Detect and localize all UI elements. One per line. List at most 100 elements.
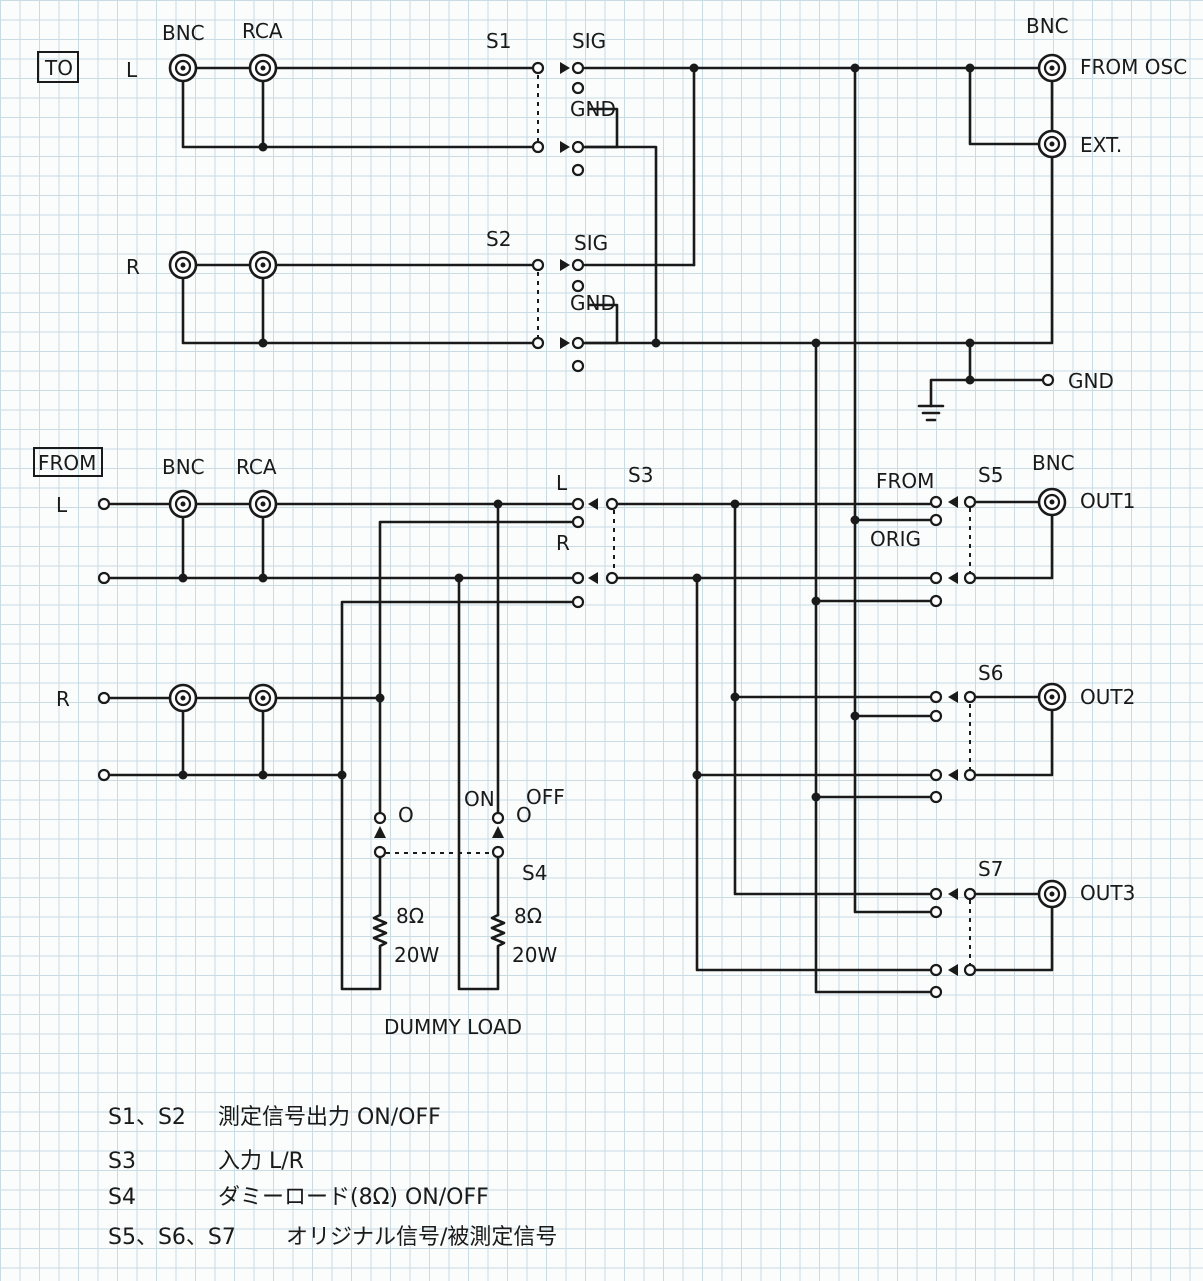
- junction: [689, 63, 699, 73]
- s5-orig-label: ORIG: [870, 527, 921, 551]
- res-left-value: 8Ω: [396, 904, 424, 928]
- s4-left-common: [373, 845, 387, 859]
- junction-dots: [178, 63, 975, 802]
- s1-sig-label: SIG: [572, 29, 606, 53]
- s2-off-contact: [571, 279, 585, 293]
- s3-arrow-gnd: [588, 572, 598, 584]
- s7-gnd-contact: [929, 963, 943, 977]
- junction: [258, 142, 268, 152]
- bnc-label-osc: BNC: [1026, 14, 1069, 38]
- wire-chassis: [929, 378, 972, 408]
- legend: S1、S2 測定信号出力 ON/OFF S3 入力 L/R S4 ダミーロード(…: [108, 1105, 557, 1250]
- bus-orig-sig: [853, 66, 932, 914]
- junction: [651, 338, 661, 348]
- wire-from-l-ground: [108, 515, 577, 580]
- bnc-jack-to-l: [168, 53, 198, 83]
- junction: [965, 63, 975, 73]
- from-l-sig-terminal: [97, 497, 111, 511]
- s3-arrow-sig: [588, 498, 598, 510]
- legend-desc-2: 入力 L/R: [218, 1149, 304, 1174]
- s3-common-sig: [605, 497, 619, 511]
- rca-jack-to-r: [248, 250, 278, 280]
- s3-l-contact: [571, 497, 585, 511]
- res-left-power: 20W: [394, 943, 439, 967]
- ext-label: EXT.: [1080, 133, 1122, 157]
- s6-gnd-contact: [929, 768, 943, 782]
- s1-off-contact: [571, 81, 585, 95]
- bus-gnd: [695, 576, 932, 972]
- s3-label: S3: [628, 463, 653, 487]
- s7-common-gnd: [963, 963, 977, 977]
- s1-gnd-contact: [571, 140, 585, 154]
- labels: TO L R BNC RCA S1 SIG GND S2 SIG GND BNC…: [38, 14, 1187, 1039]
- legend-desc-3: ダミーロード(8Ω) ON/OFF: [218, 1185, 489, 1210]
- s1-sig-contact: [571, 61, 585, 75]
- wire-ground-bus: [583, 153, 1054, 345]
- s7-orig-gnd-contact: [929, 985, 943, 999]
- s1-label: S1: [486, 29, 511, 53]
- s4-right-arrow: [492, 826, 504, 838]
- s2-label: S2: [486, 227, 511, 251]
- s2-arrow-sig: [560, 259, 570, 271]
- s6-common-gnd: [963, 768, 977, 782]
- bnc-jack-from-osc: [1037, 53, 1067, 83]
- rca-jack-from-r: [248, 683, 278, 713]
- legend-switch-3: S4: [108, 1185, 136, 1210]
- s3-r-gnd-contact: [571, 595, 585, 609]
- bnc-jack-out2: [1037, 682, 1067, 712]
- s2-common-gnd: [531, 336, 545, 350]
- s5-from-contact: [929, 495, 943, 509]
- s6-label: S6: [978, 661, 1003, 685]
- junction: [337, 770, 347, 780]
- junction: [493, 499, 503, 509]
- junction: [258, 573, 268, 583]
- s6-orig-gnd-contact: [929, 790, 943, 804]
- s3-l-gnd-contact: [571, 571, 585, 585]
- s1-common-sig: [531, 61, 545, 75]
- to-r-label: R: [126, 255, 140, 279]
- junction: [730, 692, 740, 702]
- s3-r-label: R: [556, 531, 570, 555]
- legend-switch-2: S3: [108, 1149, 136, 1174]
- bnc-jack-to-r: [168, 250, 198, 280]
- wire-from-r-ground: [108, 709, 344, 777]
- rca-jack-from-l: [248, 489, 278, 519]
- wire-dummy-right-return: [457, 576, 500, 991]
- s4-on-label: ON: [464, 787, 495, 811]
- from-r-gnd-terminal: [97, 768, 111, 782]
- bnc-label-out: BNC: [1032, 451, 1075, 475]
- s1-common-gnd: [531, 140, 545, 154]
- bus-sig: [733, 502, 932, 896]
- s4-left-arrow: [374, 826, 386, 838]
- junction: [850, 63, 860, 73]
- s7-label: S7: [978, 857, 1003, 881]
- s2-sig-label: SIG: [574, 231, 608, 255]
- bnc-jack-from-l: [168, 489, 198, 519]
- s6-arrow-sig: [948, 691, 958, 703]
- gnd-terminal-label: GND: [1068, 369, 1114, 393]
- junction: [811, 596, 821, 606]
- junction: [258, 338, 268, 348]
- from-box: [33, 447, 103, 477]
- junction: [692, 573, 702, 583]
- from-l-gnd-terminal: [97, 571, 111, 585]
- bnc-jack-out1: [1037, 487, 1067, 517]
- dummy-load-label: DUMMY LOAD: [384, 1015, 522, 1039]
- res-right-value: 8Ω: [514, 904, 542, 928]
- s5-orig-gnd-contact: [929, 594, 943, 608]
- bnc-jack-out3: [1037, 879, 1067, 909]
- s6-common-sig: [963, 690, 977, 704]
- wire-s3-r-in: [378, 520, 577, 700]
- s2-gnd-off: [571, 359, 585, 373]
- rca-label-to: RCA: [242, 19, 283, 43]
- s2-sig-contact: [571, 258, 585, 272]
- wire-to-r-ground: [181, 276, 540, 345]
- s4-right-on-contact: [491, 811, 505, 825]
- junction: [258, 770, 268, 780]
- junction: [375, 693, 385, 703]
- s1-gnd-off: [571, 163, 585, 177]
- s2-gnd-contact: [571, 336, 585, 350]
- bnc-jack-ext: [1037, 129, 1067, 159]
- to-box: [37, 51, 79, 83]
